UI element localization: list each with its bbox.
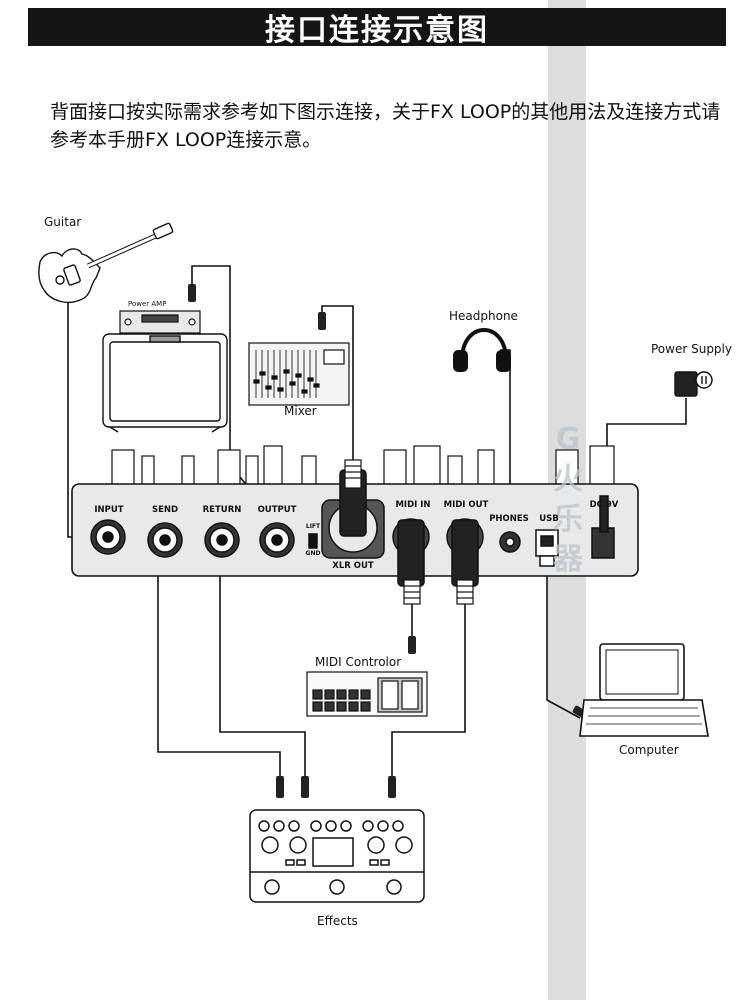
midi-cable-heads [344,459,474,605]
port-label-lift: LIFT [305,523,321,530]
cable-plugs [188,284,588,798]
send-jack [147,522,183,558]
midi-controller-icon [306,671,428,717]
input-jack [90,519,126,555]
phones-jack [499,531,521,553]
lift-gnd-switch [308,533,318,549]
usb-port [535,529,559,567]
computer-label: Computer [619,743,679,757]
watermark: G 火乐器 [553,422,583,577]
port-label-return: RETURN [202,505,242,515]
cable-midiout-effects [391,604,466,780]
port-label-send: SEND [151,505,179,515]
headphone-label: Headphone [449,309,518,323]
midi-out-jack [446,518,484,587]
effects-label: Effects [317,914,358,928]
port-label-output: OUTPUT [257,505,297,515]
mixer-icon [248,342,350,406]
power-amp-label: Power AMP [128,300,167,308]
return-jack [204,522,240,558]
power-supply-label: Power Supply [651,342,732,356]
cable-usb-computer [546,560,581,719]
headphone-icon [453,328,511,372]
midi-in-jack [392,518,430,587]
dc-jack [591,495,615,559]
midi-controller-label: MIDI Controlor [315,655,402,669]
power-supply-icon [674,371,713,397]
effects-icon [249,809,425,903]
computer-icon [579,643,709,737]
port-label-gnd: GND [305,550,321,557]
cable-send-effects [157,565,281,780]
port-label-phones: PHONES [489,514,529,524]
port-label-input: INPUT [94,505,124,515]
port-label-xlr-out: XLR OUT [332,561,374,571]
port-label-midi-out: MIDI OUT [443,500,489,510]
page-title: 接口连接示意图 [28,8,726,48]
port-label-dc: DC 9V [589,500,619,510]
cable-return-effects [219,565,306,780]
port-label-midi-in: MIDI IN [395,500,431,510]
amp-cabinet-icon [102,333,228,433]
power-amp-icon [119,310,201,334]
port-label-usb: USB [539,514,559,524]
jacks [90,469,615,587]
output-jack [259,522,295,558]
guitar-label: Guitar [44,215,82,229]
intro-text: 背面接口按实际需求参考如下图示连接，关于FX LOOP的其他用法及连接方式请参考… [50,101,721,151]
unit-knobs [111,445,615,487]
mixer-label: Mixer [284,404,317,418]
guitar-icon [38,222,174,304]
